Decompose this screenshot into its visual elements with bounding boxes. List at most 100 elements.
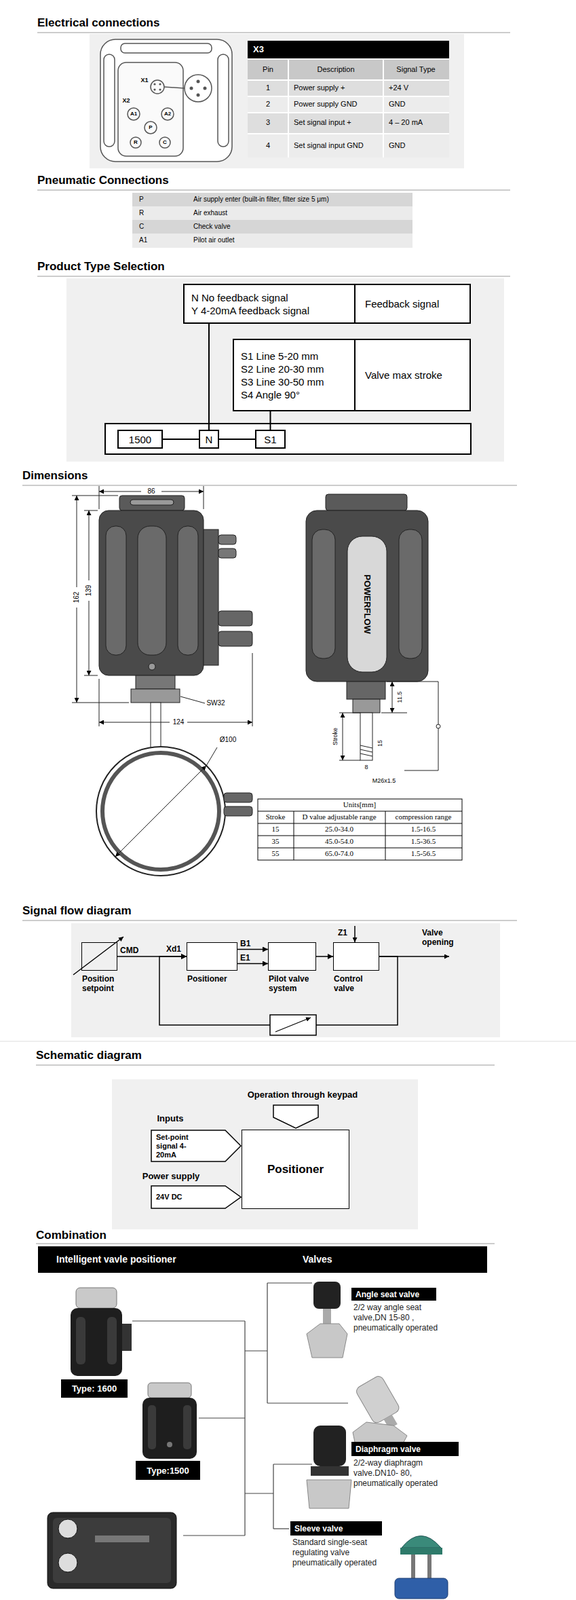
connector-housing [144, 121, 157, 134]
table-grid [247, 40, 450, 59]
table-cell: GND [388, 141, 406, 150]
dimension-label: 139 [84, 584, 93, 597]
dimension-label: 8 [364, 763, 368, 771]
node-text: Position setpoint [82, 973, 123, 993]
front-view [137, 525, 167, 655]
positioner-photo [58, 1518, 78, 1538]
dimension-line [180, 696, 205, 703]
signal-arrow [73, 936, 124, 975]
table-cell: 15 [272, 824, 280, 834]
signal-arrow [354, 925, 356, 942]
dimension-line [203, 485, 205, 509]
table-cell: 1 [265, 83, 271, 93]
dimension-line [71, 495, 119, 496]
node-text: N No feedback signal [191, 291, 289, 304]
selection-box: N No feedback signalY 4-20mA feedback si… [183, 283, 356, 324]
node-text: Angle seat valve [355, 1289, 420, 1299]
connector-pin [158, 82, 161, 85]
top-view [96, 746, 253, 876]
tree-line [273, 1462, 313, 1464]
table-cell: Power supply GND [293, 99, 358, 109]
table-cell: C [139, 222, 144, 231]
dimension-label: SW32 [206, 698, 225, 707]
positioner-photo [94, 1534, 150, 1542]
table-grid [257, 847, 463, 849]
node-text: Type: 1600 [71, 1382, 117, 1393]
node-text: Sleeve valve [294, 1523, 343, 1533]
front-view [135, 675, 176, 689]
positioner-photo [147, 1404, 157, 1449]
code-box: 1500 [117, 429, 163, 449]
node-text: Type:1500 [146, 1464, 190, 1475]
dimension-line [339, 712, 361, 714]
dimension-line [404, 770, 439, 771]
dimension-line [76, 607, 78, 703]
connector-housing [159, 137, 171, 148]
table-cell: X3 [253, 44, 264, 55]
front-view [130, 499, 174, 505]
valve-photo [306, 1479, 352, 1508]
node-body: S2 Line 20-30 mm [240, 362, 325, 376]
table-grid [132, 40, 450, 248]
table-grid [257, 798, 463, 860]
table-grid [247, 133, 450, 158]
table-cell: 3 [265, 118, 271, 127]
node-text: Control valve [333, 973, 382, 993]
table-cell: A1 [139, 236, 148, 245]
table-cell: 1.5-16.5 [411, 824, 437, 834]
table-cell: Pilot air outlet [193, 236, 235, 245]
dimension-line [88, 600, 90, 676]
dimension-line [99, 491, 142, 492]
node-text: 1500 [128, 433, 152, 446]
node-body: S4 Angle 90° [240, 388, 300, 401]
table-grid [382, 59, 384, 158]
port-label: X1 [140, 76, 148, 85]
connector-housing [130, 137, 142, 148]
port-label: A2 [164, 110, 171, 118]
table-grid [132, 219, 413, 234]
table-grid [257, 835, 463, 836]
table-cell: Power supply + [293, 83, 346, 93]
signal-arrow [316, 955, 334, 957]
port-label: P [148, 124, 152, 131]
front-view [119, 495, 185, 511]
front-view [99, 510, 204, 676]
node-text: S1 [263, 433, 277, 446]
section-panel [111, 1078, 418, 1229]
table-cell: 1.5-56.5 [411, 848, 437, 858]
connector-line [219, 438, 256, 440]
connector-pin [203, 86, 207, 91]
tree-line [244, 1349, 268, 1351]
node-body: Y 4-20mA feedback signal [191, 303, 310, 317]
table-grid [247, 96, 450, 113]
front-view [218, 610, 253, 626]
front-view [177, 525, 199, 655]
side-view [312, 529, 336, 659]
tree-line [273, 1527, 290, 1528]
connector-housing [217, 54, 229, 147]
table-cell: 65.0-74.0 [324, 848, 354, 858]
signal-label: B1 [240, 938, 251, 948]
top-view [96, 746, 226, 876]
header-bar [37, 1245, 488, 1273]
valve-tag: Sleeve valveStandard single-seat regulat… [290, 1520, 382, 1535]
dimension-label: 11.5 [396, 691, 404, 703]
table-grid [132, 192, 413, 207]
table-cell: 2 [265, 99, 271, 109]
table-cell: Air supply enter (built-in filter, filte… [193, 195, 330, 204]
header-bar [37, 1245, 488, 1273]
keypad-arrow [273, 1104, 319, 1128]
valve-photo [354, 1373, 401, 1425]
dimension-line [339, 681, 441, 771]
table-cell: D value adjustable range [301, 812, 376, 821]
connector-housing [100, 39, 233, 162]
dimension-line [84, 675, 98, 676]
valve-photo [306, 1322, 348, 1357]
tree-line [266, 1282, 268, 1403]
tree-line [198, 1416, 245, 1418]
node-text: S1 Line 5-20 mm [240, 349, 319, 363]
table-grid [247, 59, 450, 81]
arrow-shape [151, 1185, 241, 1208]
